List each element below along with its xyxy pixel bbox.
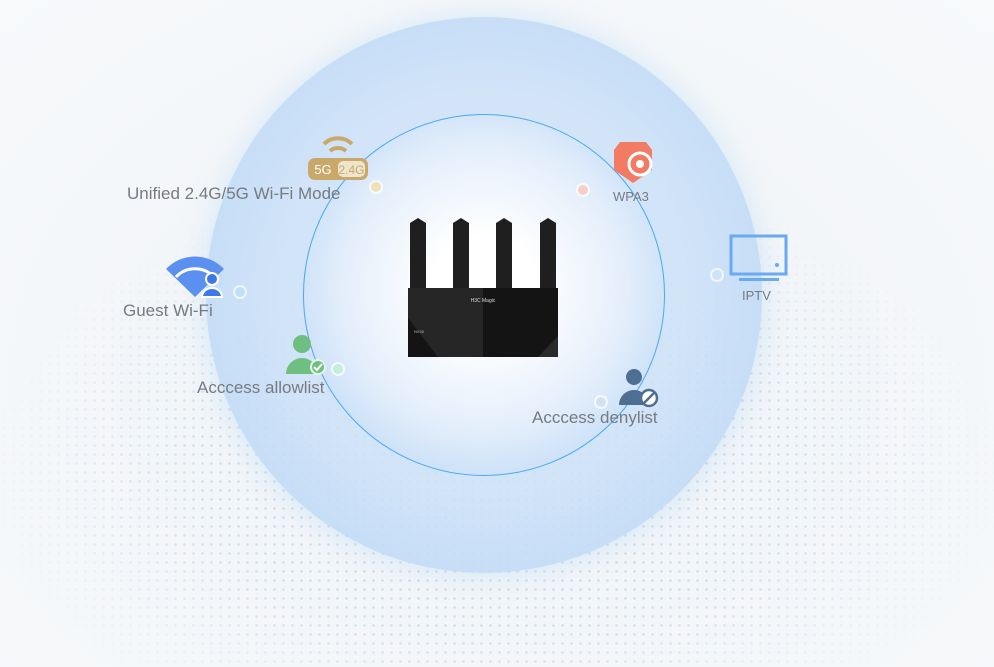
connector-dot	[371, 182, 381, 192]
connector-dot	[712, 270, 722, 280]
connector-dot	[578, 185, 588, 195]
feature-label-unified-wifi: Unified 2.4G/5G Wi-Fi Mode	[127, 184, 341, 203]
feature-label-iptv: IPTV	[742, 288, 771, 303]
badge-5g: 5G	[314, 162, 331, 177]
feature-label-access-denylist: Acccess denylist	[532, 408, 658, 427]
tv-icon	[729, 234, 788, 281]
badge-24g: 2.4G	[338, 163, 364, 177]
router-image: H3C Magic NX30	[408, 218, 558, 357]
feature-label-access-allowlist: Acccess allowlist	[197, 378, 325, 397]
feature-label-wpa3: WPA3	[613, 189, 649, 204]
connector-dot	[596, 397, 606, 407]
shield-security-icon	[614, 142, 653, 183]
feature-label-guest-wifi: Guest Wi-Fi	[123, 301, 213, 320]
router-brand: H3C Magic	[471, 298, 496, 304]
dual-band-wifi-icon: 5G 2.4G	[308, 136, 368, 180]
router-model: NX30	[414, 329, 425, 334]
user-block-icon	[619, 369, 659, 408]
guest-wifi-icon	[166, 256, 224, 298]
connector-dot	[333, 364, 343, 374]
connector-dot	[235, 287, 245, 297]
user-check-icon	[286, 335, 326, 375]
